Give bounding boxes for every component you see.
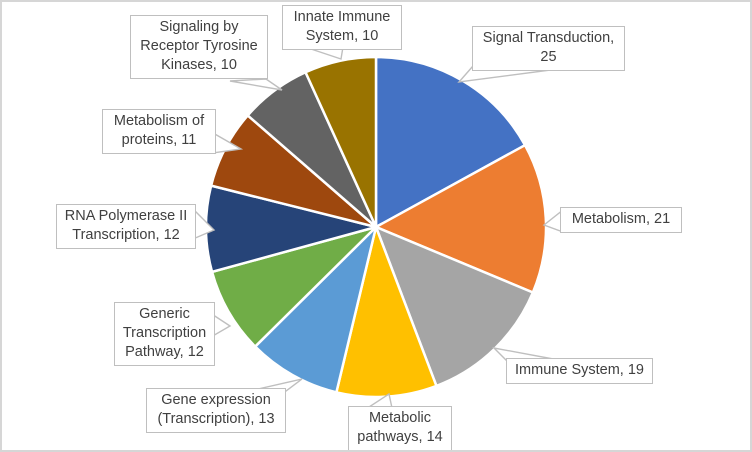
data-label-gene-expression: Gene expression (Transcription), 13	[146, 388, 286, 433]
data-label-generic-transcription-pathway: Generic Transcription Pathway, 12	[114, 302, 215, 366]
pie-slice-metabolism	[374, 143, 548, 294]
data-label-innate-immune-system: Innate Immune System, 10	[282, 5, 402, 50]
data-label-metabolism-of-proteins: Metabolism of proteins, 11	[102, 109, 216, 154]
data-label-signaling-by-receptor-tyrosine-kinases: Signaling by Receptor Tyrosine Kinases, …	[130, 15, 268, 79]
pie-slice-innate-immune-system	[304, 55, 378, 229]
data-label-rna-polymerase-ii-transcription: RNA Polymerase II Transcription, 12	[56, 204, 196, 249]
data-label-immune-system: Immune System, 19	[506, 358, 653, 384]
data-label-metabolism: Metabolism, 21	[560, 207, 682, 233]
pie-slice-gene-expression-transcription	[253, 225, 378, 394]
pie-slices	[204, 55, 548, 399]
data-label-signal-transduction: Signal Transduction, 25	[472, 26, 625, 71]
data-label-metabolic-pathways: Metabolic pathways, 14	[348, 406, 452, 450]
leader-signaling-rtk	[229, 78, 283, 91]
pie-slice-generic-transcription-pathway	[210, 225, 378, 348]
